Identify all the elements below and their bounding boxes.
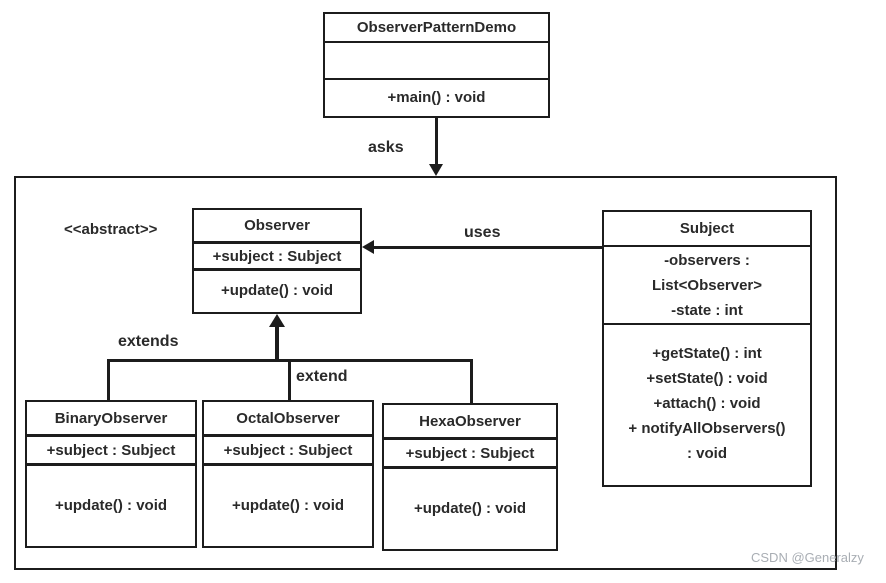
uses-arrowhead-icon: [362, 240, 374, 254]
class-name-subject: Subject: [604, 212, 810, 247]
method-update: +update() : void: [54, 496, 168, 514]
class-name-hexaobserver: HexaObserver: [384, 405, 556, 440]
inheritance-drop-binary: [107, 359, 110, 402]
class-attributes-observer: +subject : Subject: [194, 244, 360, 271]
pattern-container-frame: [14, 176, 837, 570]
attribute-subject: +subject : Subject: [212, 247, 342, 265]
attribute-observers-type: List<Observer>: [651, 276, 763, 294]
attribute-subject: +subject : Subject: [405, 444, 535, 462]
class-attributes-hexaobserver: +subject : Subject: [384, 440, 556, 469]
watermark-text: CSDN @Generalzy: [751, 550, 864, 565]
attribute-observers: -observers :: [664, 251, 750, 269]
asks-arrowhead-icon: [429, 164, 443, 176]
method-notifyallobservers-return: : void: [687, 444, 727, 462]
attribute-subject: +subject : Subject: [223, 441, 353, 459]
method-notifyallobservers: + notifyAllObservers(): [628, 419, 786, 437]
edge-label-uses: uses: [464, 224, 501, 241]
class-name-octalobserver: OctalObserver: [204, 402, 372, 437]
class-methods-octalobserver: +update() : void: [204, 466, 372, 544]
method-main: +main() : void: [387, 88, 486, 106]
edge-label-extend: extend: [296, 368, 348, 385]
class-box-subject: Subject -observers : List<Observer> -sta…: [602, 210, 812, 487]
asks-arrow-line: [435, 118, 438, 166]
edge-label-extends: extends: [118, 333, 179, 350]
attribute-subject: +subject : Subject: [46, 441, 176, 459]
inheritance-arrowhead-icon: [269, 314, 285, 327]
class-methods-observerpatterndemo: +main() : void: [325, 80, 548, 114]
abstract-stereotype-label: <<abstract>>: [64, 221, 158, 238]
inheritance-arrow-shaft: [275, 326, 279, 362]
edge-label-asks: asks: [368, 139, 404, 156]
class-methods-subject: +getState() : int +setState() : void +at…: [604, 325, 810, 481]
class-box-octalobserver: OctalObserver +subject : Subject +update…: [202, 400, 374, 548]
class-box-observer: Observer +subject : Subject +update() : …: [192, 208, 362, 314]
class-box-binaryobserver: BinaryObserver +subject : Subject +updat…: [25, 400, 197, 548]
method-update: +update() : void: [413, 499, 527, 517]
method-setstate: +setState() : void: [646, 369, 768, 387]
method-update: +update() : void: [220, 282, 334, 299]
method-getstate: +getState() : int: [652, 344, 762, 362]
class-attributes-octalobserver: +subject : Subject: [204, 437, 372, 466]
class-box-observerpatterndemo: ObserverPatternDemo +main() : void: [323, 12, 550, 118]
method-update: +update() : void: [231, 496, 345, 514]
class-name-observerpatterndemo: ObserverPatternDemo: [325, 14, 548, 43]
class-methods-hexaobserver: +update() : void: [384, 469, 556, 547]
class-attributes-subject: -observers : List<Observer> -state : int: [604, 247, 810, 325]
class-attributes-binaryobserver: +subject : Subject: [27, 437, 195, 466]
class-name-binaryobserver: BinaryObserver: [27, 402, 195, 437]
inheritance-drop-hexa: [470, 359, 473, 405]
uses-arrow-line: [370, 246, 602, 249]
class-box-hexaobserver: HexaObserver +subject : Subject +update(…: [382, 403, 558, 551]
inheritance-drop-octal: [288, 359, 291, 402]
class-name-observer: Observer: [194, 210, 360, 244]
class-methods-binaryobserver: +update() : void: [27, 466, 195, 544]
method-attach: +attach() : void: [653, 394, 761, 412]
class-attributes-observerpatterndemo: [325, 43, 548, 80]
attribute-state: -state : int: [671, 301, 743, 319]
class-methods-observer: +update() : void: [194, 271, 360, 310]
